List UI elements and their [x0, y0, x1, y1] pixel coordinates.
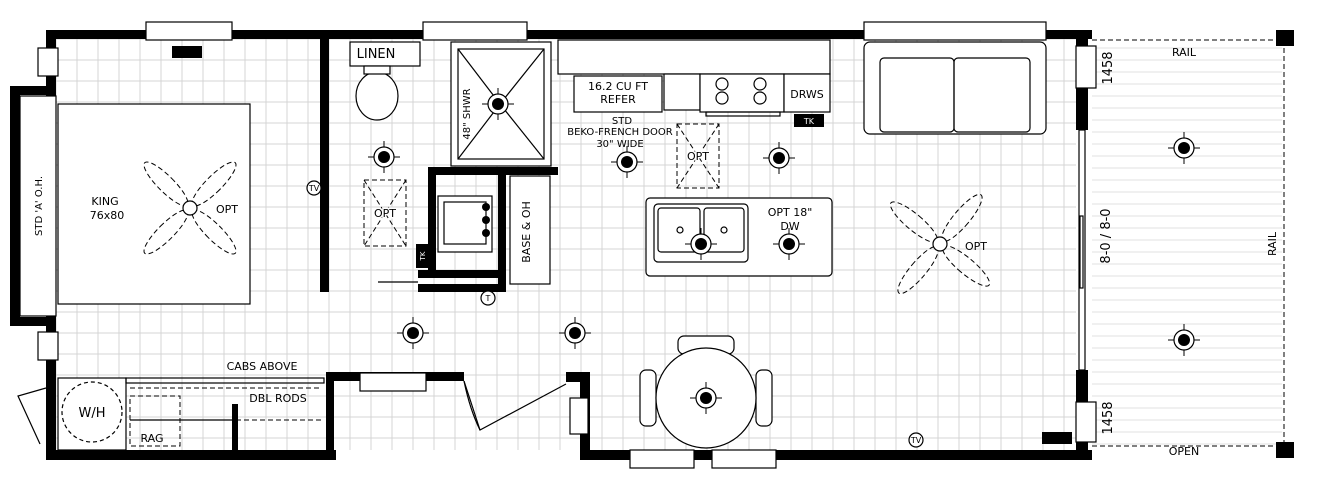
dw-label: DW: [780, 220, 799, 233]
vent: [1042, 432, 1072, 444]
refer-std-label: STD: [612, 116, 632, 127]
linen-shelf: [349, 41, 421, 67]
deck: RAIL RAIL OPEN 1458 1458 8-0 / 8-0: [1092, 39, 1285, 458]
utility-area: W/H CABS ABOVE DBL RODS RAG: [17, 360, 325, 451]
ceiling-fan-icon: [143, 161, 237, 255]
king-bed: [57, 103, 251, 305]
fan-opt-label: OPT: [216, 203, 238, 216]
overhang-label: STD 'A' O.H.: [34, 176, 45, 236]
dw-opt-label: OPT 18": [768, 206, 813, 219]
burner-icon: [753, 77, 767, 91]
recessed-light-icon: [1168, 132, 1200, 164]
recessed-light-icon: [482, 88, 514, 120]
drawers-label: DRWS: [790, 88, 824, 101]
sink: [653, 203, 749, 263]
open-label: OPEN: [1169, 445, 1199, 458]
tk-icon: [794, 114, 824, 127]
tv-icon: [306, 180, 322, 196]
base-oh-label: BASE & OH: [520, 201, 533, 263]
door-size-label: 8-0 / 8-0: [1099, 208, 1114, 263]
recessed-lights: [368, 88, 1200, 414]
recessed-light-icon: [763, 142, 795, 174]
burner-icon: [753, 91, 767, 105]
rail-right-label: RAIL: [1266, 231, 1279, 256]
living-tv-label: TV: [910, 436, 922, 445]
rail-top-label: RAIL: [1172, 46, 1197, 59]
refrigerator: [573, 75, 663, 113]
rag-shelf: [129, 395, 181, 447]
king-size-label: 76x80: [90, 209, 125, 222]
sofa: [863, 41, 1047, 135]
recessed-light-icon: [773, 228, 805, 260]
exterior-door-swing: [17, 387, 47, 445]
recessed-light-icon: [611, 146, 643, 178]
recessed-light-icon: [368, 141, 400, 173]
dim-bottom-label: 1458: [1101, 401, 1116, 434]
living-fan-opt-label: OPT: [965, 240, 987, 253]
island: [645, 197, 833, 277]
dining-chair: [639, 369, 657, 427]
bathroom: LINEN 48" SHWR OPT TK BASE & OH T: [349, 41, 552, 306]
water-heater-icon: [61, 381, 123, 443]
refer-width-label: 30" WIDE: [596, 139, 643, 150]
washer-dryer-box: [57, 377, 127, 451]
washer-dryer-label: W/H: [78, 406, 105, 421]
opt-kitchen-box: [676, 123, 720, 189]
bedroom: STD 'A' O.H. KING 76x80 OPT TV: [19, 95, 322, 317]
entry-door-swing: [463, 380, 567, 431]
shower-label: 48" SHWR: [462, 88, 473, 139]
tv-icon: [908, 432, 924, 448]
upper-cabinet: [557, 39, 831, 75]
recessed-light-icon: [1168, 324, 1200, 356]
tk-icon: [416, 244, 430, 268]
recessed-light-icon: [397, 317, 429, 349]
cabs-above-label: CABS ABOVE: [227, 360, 298, 373]
opt-bath-box: [363, 179, 407, 247]
sliding-door-panel: [1079, 215, 1084, 289]
thermostat-label: T: [485, 294, 491, 303]
bath-opt-label: OPT: [374, 207, 396, 220]
recessed-light-icon: [690, 382, 722, 414]
refer-size-label: 16.2 CU FT: [588, 80, 648, 93]
kitchen: 16.2 CU FT REFER STD BEKO-FRENCH DOOR 30…: [557, 39, 833, 277]
thermostat-icon: [480, 290, 496, 306]
toilet-tank: [363, 65, 391, 75]
ceiling-fan-icon: [889, 193, 991, 295]
tk-bath-label: TK: [419, 251, 427, 261]
range: [699, 73, 785, 113]
burner-icon: [715, 77, 729, 91]
overhang-box: [19, 95, 57, 317]
king-label: KING: [91, 195, 118, 208]
counter-segment: [663, 73, 701, 111]
toilet-icon: [355, 71, 399, 121]
refer-label: REFER: [600, 93, 636, 106]
tk-kitchen-label: TK: [803, 117, 815, 126]
vent: [172, 46, 202, 58]
deck-boards: [1092, 47, 1282, 445]
recessed-light-icon: [559, 317, 591, 349]
recessed-light-icon: [685, 228, 717, 260]
rag-label: RAG: [140, 432, 163, 445]
linen-label: LINEN: [357, 47, 396, 62]
interior-walls: [232, 38, 558, 450]
dbl-rods-label: DBL RODS: [249, 392, 306, 405]
deck-area: [1088, 36, 1292, 451]
windows: [37, 21, 1097, 469]
refer-brand-label: BEKO-FRENCH DOOR: [567, 127, 673, 138]
base-oh-cabinet: [509, 175, 551, 285]
dim-top-label: 1458: [1101, 51, 1116, 84]
dining-chair: [755, 369, 773, 427]
drawers: [783, 73, 831, 113]
kitchen-opt-label: OPT: [687, 150, 709, 163]
tv-label: TV: [308, 184, 320, 193]
burner-icon: [715, 91, 729, 105]
